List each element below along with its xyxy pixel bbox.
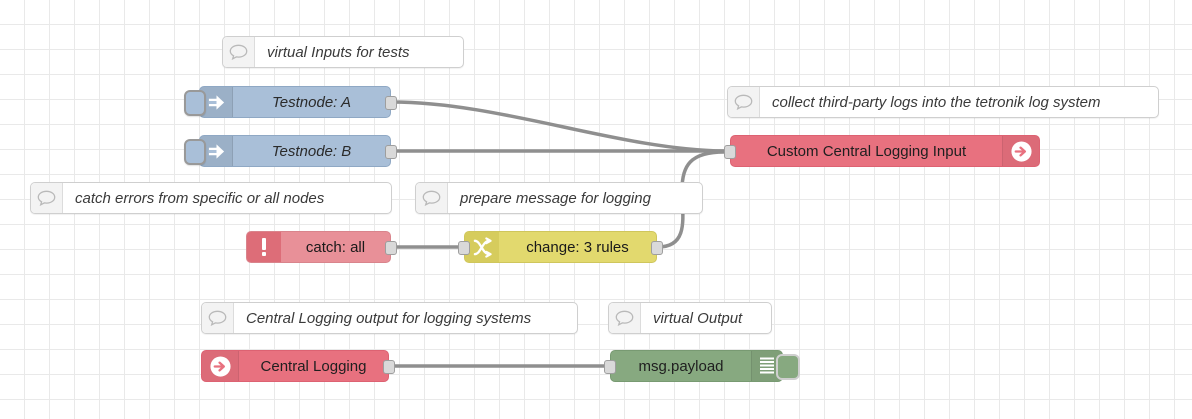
wire-testnode-a-to-custom-input — [390, 100, 726, 153]
comment-bubble-icon — [416, 183, 448, 213]
comment-bubble-icon — [31, 183, 63, 213]
node-catch-all[interactable]: catch: all — [246, 231, 397, 263]
output-port[interactable] — [651, 241, 663, 255]
comment-node-catch-errors[interactable]: catch errors from specific or all nodes — [30, 182, 392, 214]
link-arrow-circle-icon — [1002, 136, 1039, 166]
node-testnode-a[interactable]: Testnode: A — [184, 86, 397, 118]
input-port[interactable] — [458, 241, 470, 255]
node-label: change: 3 rules — [526, 238, 629, 256]
link-arrow-circle-icon — [202, 351, 239, 381]
exclamation-icon — [247, 232, 281, 262]
debug-toggle-button[interactable] — [776, 354, 800, 380]
node-label: Central Logging — [260, 357, 367, 375]
comment-node-collect-logs[interactable]: collect third-party logs into the tetron… — [727, 86, 1159, 118]
comment-node-virtual-inputs[interactable]: virtual Inputs for tests — [222, 36, 464, 68]
output-port[interactable] — [385, 241, 397, 255]
node-change-3-rules[interactable]: change: 3 rules — [458, 231, 663, 263]
node-custom-central-logging-input[interactable]: Custom Central Logging Input — [724, 135, 1040, 167]
comment-text: prepare message for logging — [460, 189, 651, 207]
node-label: Testnode: B — [271, 142, 352, 160]
comment-text: collect third-party logs into the tetron… — [772, 93, 1101, 111]
output-port[interactable] — [385, 145, 397, 159]
comment-bubble-icon — [202, 303, 234, 333]
output-port[interactable] — [385, 96, 397, 110]
output-port[interactable] — [383, 360, 395, 374]
comment-text: virtual Output — [653, 309, 743, 327]
comment-text: virtual Inputs for tests — [267, 43, 410, 61]
node-label: msg.payload — [638, 357, 724, 375]
input-port[interactable] — [724, 145, 736, 159]
inject-trigger-button[interactable] — [184, 90, 206, 116]
node-central-logging[interactable]: Central Logging — [201, 350, 395, 382]
comment-node-virtual-output[interactable]: virtual Output — [608, 302, 772, 334]
comment-node-central-logging-output[interactable]: Central Logging output for logging syste… — [201, 302, 578, 334]
comment-text: catch errors from specific or all nodes — [75, 189, 325, 207]
node-label: Testnode: A — [272, 93, 351, 111]
node-label: Custom Central Logging Input — [766, 142, 967, 160]
node-testnode-b[interactable]: Testnode: B — [184, 135, 397, 167]
shuffle-icon — [465, 232, 499, 262]
node-label: catch: all — [305, 238, 366, 256]
comment-bubble-icon — [728, 87, 760, 117]
comment-node-prepare-message[interactable]: prepare message for logging — [415, 182, 703, 214]
node-msg-payload-debug[interactable]: msg.payload — [604, 350, 800, 382]
comment-bubble-icon — [609, 303, 641, 333]
comment-text: Central Logging output for logging syste… — [246, 309, 532, 327]
input-port[interactable] — [604, 360, 616, 374]
comment-bubble-icon — [223, 37, 255, 67]
inject-trigger-button[interactable] — [184, 139, 206, 165]
